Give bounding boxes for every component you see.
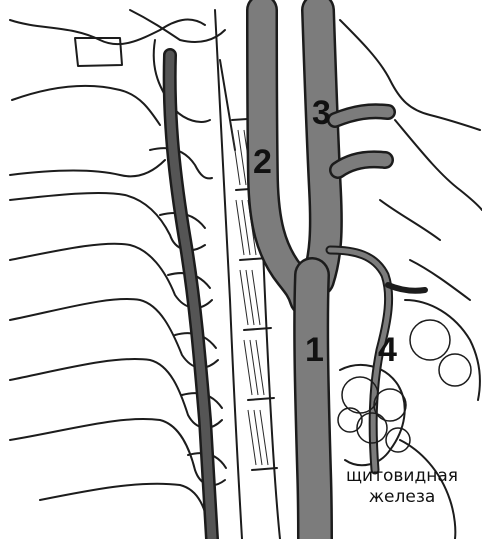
carotid-arteries <box>262 10 425 539</box>
thyroid-caption-line2: железа <box>332 487 472 508</box>
skull-base-outline <box>10 10 235 150</box>
neck-soft-tissue-outline <box>340 20 482 539</box>
thyroid-gland-outline <box>338 320 471 452</box>
label-4: 4 <box>378 333 397 367</box>
label-2: 2 <box>253 145 272 179</box>
label-3: 3 <box>312 96 331 130</box>
thyroid-caption: щитовидная железа <box>332 466 472 509</box>
thyroid-caption-line1: щитовидная <box>332 466 472 487</box>
label-1: 1 <box>305 333 324 367</box>
